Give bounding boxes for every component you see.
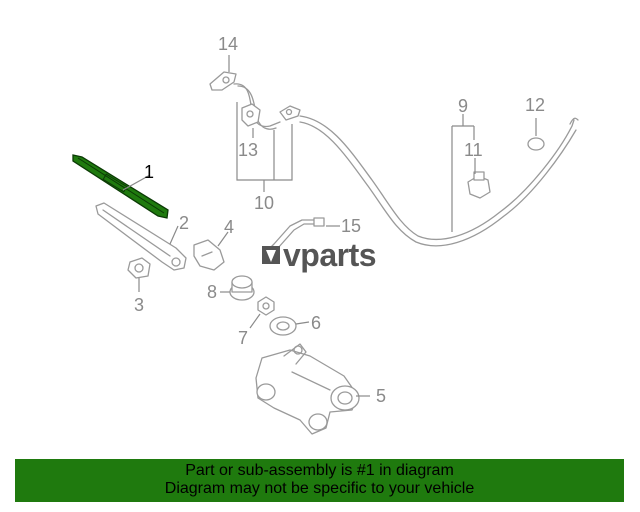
callout-6[interactable]: 6 (311, 313, 321, 333)
callout-10[interactable]: 10 (254, 193, 274, 213)
connector-part-13[interactable] (241, 103, 261, 127)
callout-2[interactable]: 2 (179, 213, 189, 233)
clip-part-14[interactable] (209, 71, 237, 91)
leader-line-2 (169, 225, 179, 245)
nut-part-7[interactable] (257, 296, 275, 316)
cover-part-4[interactable] (193, 239, 225, 271)
callout-3[interactable]: 3 (134, 295, 144, 315)
nozzle-part-11[interactable] (467, 171, 491, 199)
callout-8[interactable]: 8 (207, 282, 217, 302)
callout-7[interactable]: 7 (238, 328, 248, 348)
callout-12[interactable]: 12 (525, 95, 545, 115)
callout-15[interactable]: 15 (341, 216, 361, 236)
plug-part-12[interactable] (527, 137, 545, 151)
callout-11[interactable]: 11 (464, 140, 483, 160)
washer-hose-part-9[interactable] (233, 83, 579, 247)
leader-line-6 (295, 321, 310, 325)
callout-1[interactable]: 1 (144, 162, 154, 182)
wiper-blade-part-1[interactable] (72, 154, 169, 219)
leader-line-4 (217, 231, 229, 247)
callout-13[interactable]: 13 (238, 140, 258, 160)
callout-4[interactable]: 4 (224, 217, 234, 237)
info-banner: Part or sub-assembly is #1 in diagram Di… (15, 459, 624, 502)
callout-14[interactable]: 14 (218, 34, 238, 54)
vparts-logo: vparts (262, 237, 377, 273)
callout-5[interactable]: 5 (376, 386, 386, 406)
vparts-logo-text: vparts (283, 237, 376, 273)
banner-line-2: Diagram may not be specific to your vehi… (164, 480, 475, 497)
leader-line-7 (249, 313, 261, 329)
wiper-motor-part-5[interactable] (255, 343, 360, 435)
grommet-part-6[interactable] (269, 316, 297, 336)
connector-part-10[interactable] (279, 105, 301, 121)
wiper-arm-part-2[interactable] (95, 202, 187, 271)
arm-cap-part-3[interactable] (127, 257, 151, 279)
callout-9[interactable]: 9 (458, 96, 468, 116)
leader-line-1 (122, 174, 151, 191)
banner-line-1: Part or sub-assembly is #1 in diagram (185, 462, 454, 479)
bushing-part-8[interactable] (229, 275, 255, 301)
